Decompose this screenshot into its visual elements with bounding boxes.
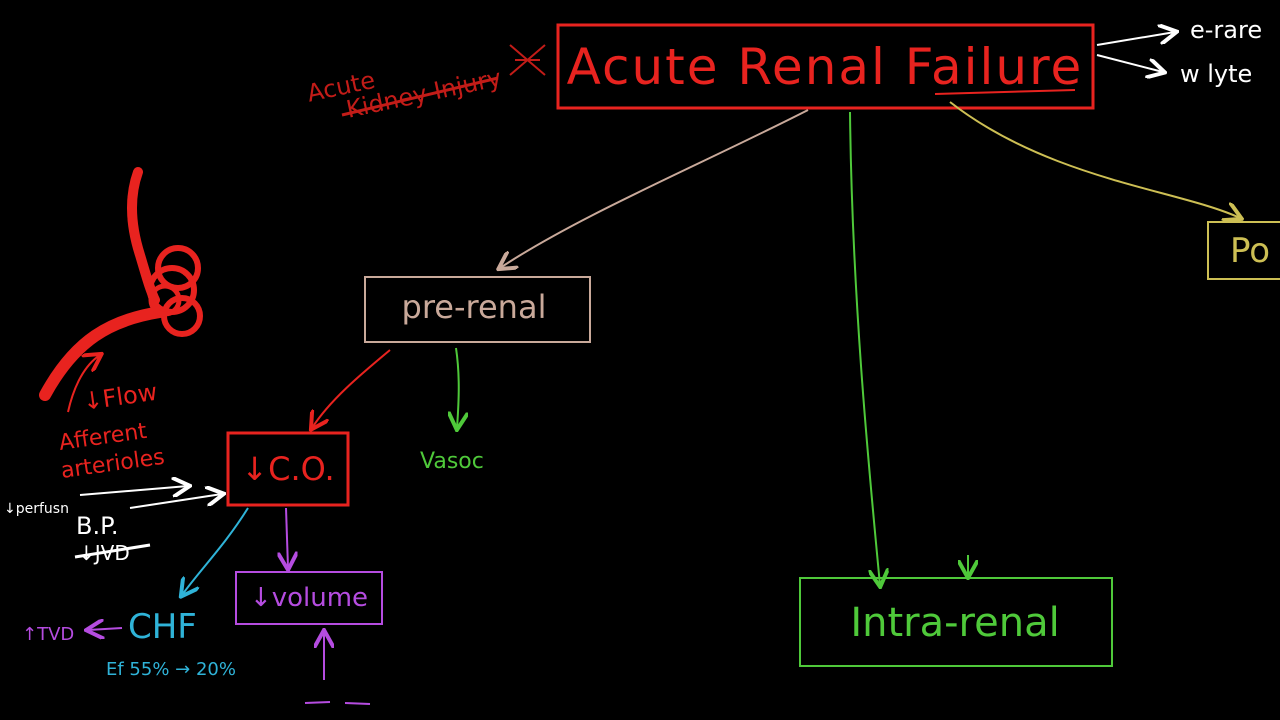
- postrenal-label: Po: [1230, 231, 1270, 271]
- perfusion-arrow: [80, 486, 188, 495]
- arrow-to-intrarenal: [850, 112, 880, 585]
- note2-text: w lyte: [1180, 60, 1252, 88]
- chf-label: CHF: [128, 607, 197, 647]
- perfusion-label: ↓perfusn: [4, 501, 69, 517]
- note1-arrow: [1097, 32, 1175, 45]
- tvd-label: ↑TVD: [22, 624, 74, 645]
- title-text: Acute Renal Failure: [567, 38, 1084, 96]
- flow-label: ↓Flow: [81, 378, 159, 416]
- bp-arrow: [130, 494, 222, 508]
- intrarenal-label: Intra-renal: [850, 600, 1059, 646]
- vasoc-label: Vasoc: [420, 449, 484, 474]
- arrow-to-volume: [286, 508, 288, 568]
- co-label: ↓C.O.: [241, 450, 334, 488]
- arrow-to-chf: [182, 508, 248, 595]
- volume-label: ↓volume: [250, 583, 368, 613]
- bp-label: B.P.: [76, 512, 118, 540]
- volume-bottom-marks: [305, 702, 370, 704]
- arrow-to-vasoc: [456, 348, 459, 428]
- ef-label: Ef 55% → 20%: [106, 659, 236, 680]
- arrow-to-tvd: [88, 628, 122, 630]
- note1-text: e-rare: [1190, 16, 1262, 44]
- note2-arrow: [1097, 55, 1163, 72]
- alt-title-group: Acute Kidney Injury: [305, 40, 504, 131]
- arrow-to-prerenal: [500, 110, 808, 268]
- arrow-to-postrenal: [950, 102, 1240, 218]
- crossed-out-icon: [510, 45, 545, 75]
- glomerulus-icon: [45, 172, 200, 395]
- prerenal-label: pre-renal: [402, 288, 547, 326]
- arrow-to-co: [312, 350, 390, 428]
